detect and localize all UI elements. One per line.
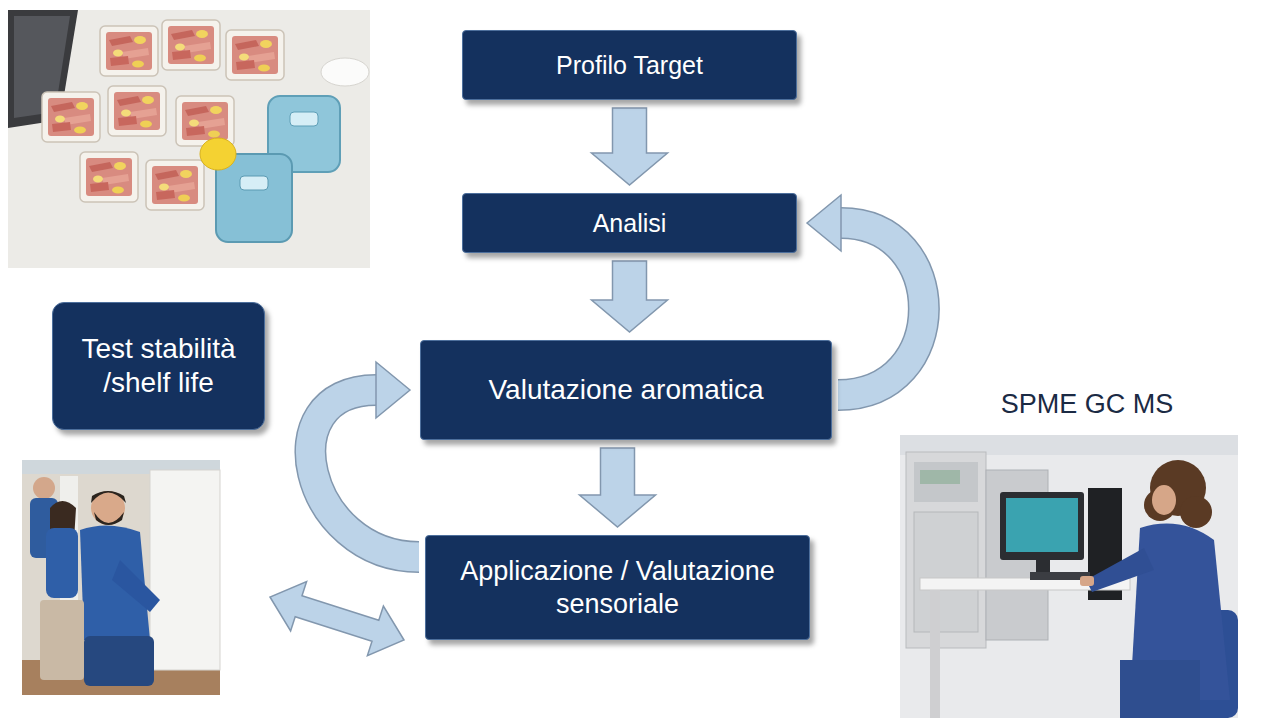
flow-arrow: [310, 362, 419, 557]
flow-arrow: [580, 448, 656, 527]
block-arrow: [592, 261, 668, 332]
food-tray-photo: [8, 10, 370, 268]
food-tray-photo: [146, 160, 204, 210]
sensory-panel-photo: [150, 470, 220, 670]
curved-arrow-outline: [310, 390, 419, 557]
food-tray-photo: [290, 112, 318, 126]
food-tray-photo: [8, 10, 370, 268]
arrow-head: [376, 362, 410, 418]
sensory-panel-photo: [33, 477, 55, 499]
food-tray-photo: [100, 26, 158, 76]
box-label: Profilo Target: [556, 50, 703, 81]
flow-arrow: [592, 108, 668, 185]
lab-photo: [1086, 548, 1154, 592]
sensory-panel-photo: [40, 600, 84, 680]
double-arrow: [270, 582, 404, 656]
lab-photo: [1180, 496, 1212, 528]
box-label: Analisi: [593, 208, 667, 239]
sensory-panel-photo: [94, 512, 124, 525]
curved-arrow-body: [310, 390, 419, 557]
process-box: Test stabilità /shelf life: [52, 302, 265, 430]
process-box: Analisi: [462, 193, 797, 253]
food-tray-photo: [176, 96, 234, 146]
sensory-panel-photo: [91, 491, 125, 525]
food-tray-photo: [80, 152, 138, 202]
arrow-head: [807, 195, 841, 251]
food-tray-photo: [226, 30, 284, 80]
photo-caption: SPME GC MS: [1001, 388, 1174, 420]
lab-photo: [906, 452, 986, 648]
box-label: Test stabilità /shelf life: [69, 332, 248, 400]
lab-photo: [1006, 498, 1078, 552]
block-arrow: [580, 448, 656, 527]
lab-photo: [1000, 492, 1084, 560]
sensory-panel-photo: [22, 460, 220, 695]
food-tray-photo: [108, 86, 166, 136]
food-tray-photo: [240, 176, 268, 190]
sensory-panel-photo: [46, 528, 78, 598]
curved-arrow-outline: [838, 223, 924, 395]
sensory-panel-photo: [91, 491, 126, 503]
lab-photo: [1080, 576, 1094, 586]
lab-photo: [900, 435, 1238, 718]
food-tray-photo: [42, 92, 100, 142]
food-tray-photo: [8, 10, 370, 268]
lab-photo: [900, 435, 1238, 718]
lab-photo: [914, 462, 978, 502]
sensory-panel-photo: [112, 560, 160, 612]
food-tray-photo: [162, 20, 220, 70]
food-tray-photo: [200, 138, 236, 170]
lab-photo: [1120, 660, 1200, 718]
lab-photo: [1152, 485, 1176, 515]
lab-photo: [920, 470, 960, 484]
lab-photo: [930, 590, 940, 718]
lab-photo: [914, 512, 978, 632]
block-arrow: [592, 108, 668, 185]
process-box: Valutazione aromatica: [420, 340, 832, 440]
box-label: Valutazione aromatica: [489, 373, 764, 407]
double-arrow: [270, 582, 404, 656]
process-box: Applicazione / Valutazione sensoriale: [425, 535, 810, 640]
box-label: Applicazione / Valutazione sensoriale: [460, 555, 775, 621]
sensory-panel-photo: [84, 636, 154, 686]
curved-arrow-body: [838, 223, 924, 395]
sensory-panel-photo: [22, 460, 220, 695]
process-box: Profilo Target: [462, 30, 797, 100]
food-tray-photo: [321, 58, 369, 86]
flow-arrow: [592, 261, 668, 332]
